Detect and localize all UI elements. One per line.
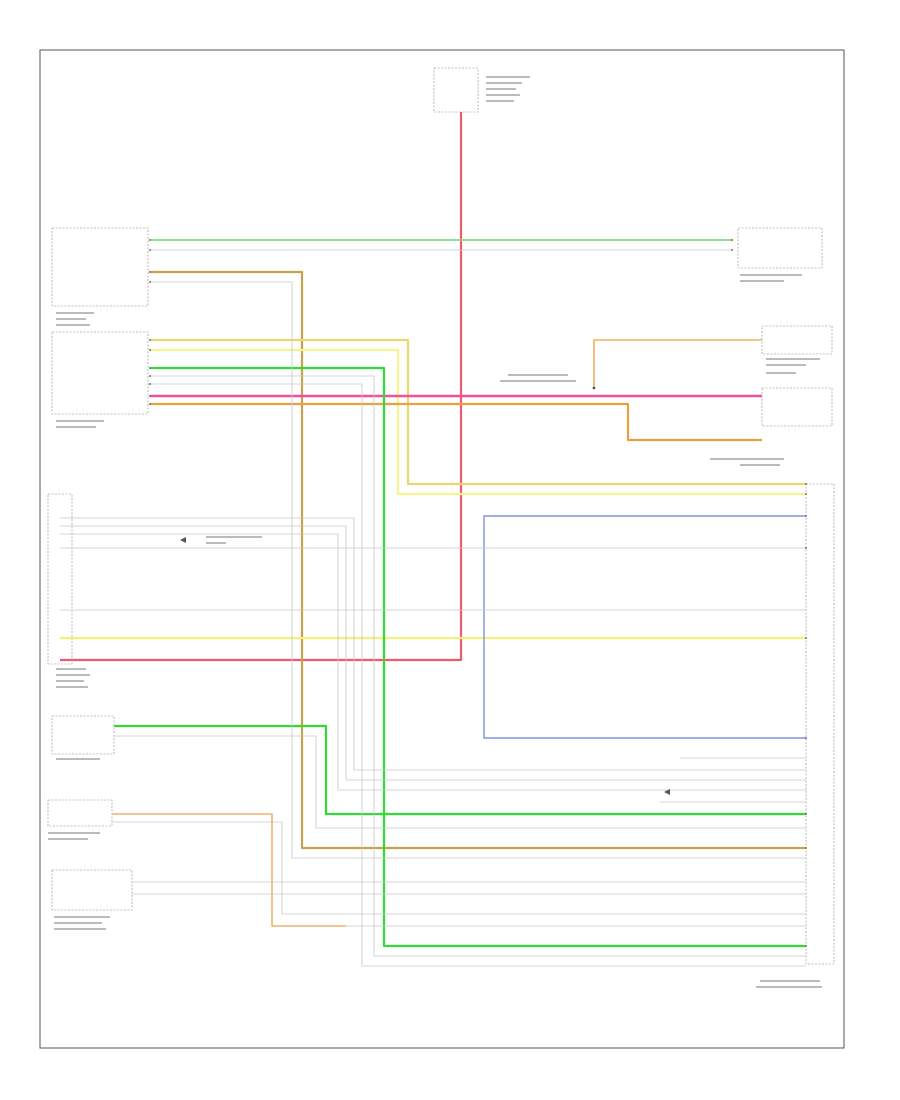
driver-door-switch-box [737, 227, 823, 269]
wire-yellow-1 [150, 338, 806, 486]
driver-door-module-box [761, 387, 833, 427]
wire-orange-2 [593, 339, 762, 388]
rear-connector-box [805, 483, 835, 965]
wire-yellow-2 [150, 348, 806, 496]
component-boxes [47, 67, 835, 965]
signal-wires [60, 249, 806, 967]
front-door-module-box [761, 325, 833, 355]
wake-connector-box [47, 493, 73, 665]
wires [60, 112, 806, 948]
illegible-annotations [48, 76, 822, 988]
passenger-door-module-box [47, 799, 113, 827]
instrument-cluster-box [51, 227, 149, 307]
wire-blue [483, 515, 806, 739]
wire-green-ac [114, 724, 806, 816]
fuse-box-top [433, 67, 479, 113]
ac-heater-module-box [51, 715, 115, 755]
wire-orange-passenger [112, 813, 346, 927]
body-control-module-box [51, 331, 149, 415]
connector-pins [149, 239, 807, 947]
wire-orange-1 [150, 402, 762, 442]
splice-markers [180, 386, 670, 795]
wire-brown [150, 270, 806, 850]
diagram-border [39, 49, 845, 1049]
mirror-module-box [51, 869, 133, 911]
wire-red-power [60, 112, 463, 662]
wire-green-bcm [150, 366, 806, 948]
